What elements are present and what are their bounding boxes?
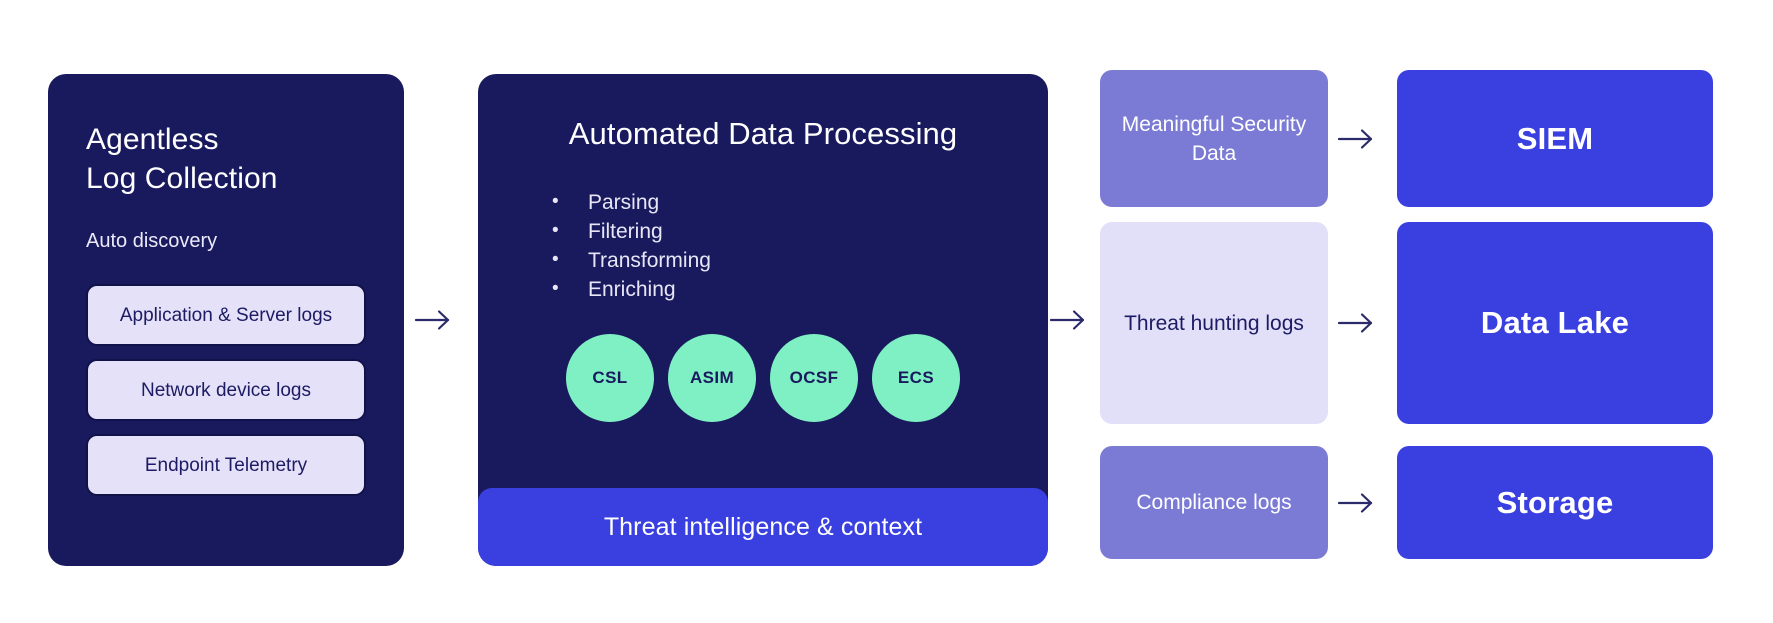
destination-card-storage[interactable]: Storage bbox=[1397, 446, 1713, 559]
arrow-right-icon bbox=[1335, 306, 1379, 340]
destination-card-data-lake[interactable]: Data Lake bbox=[1397, 222, 1713, 424]
processing-step-parsing: Parsing bbox=[546, 187, 1048, 217]
output-card-compliance-logs[interactable]: Compliance logs bbox=[1100, 446, 1328, 559]
processing-step-enriching: Enriching bbox=[546, 274, 1048, 304]
output-card-threat-hunting-logs[interactable]: Threat hunting logs bbox=[1100, 222, 1328, 424]
processing-title: Automated Data Processing bbox=[568, 116, 958, 151]
log-source-network-device[interactable]: Network device logs bbox=[86, 359, 366, 421]
collection-title: Agentless Log Collection bbox=[86, 123, 278, 195]
log-source-list: Application & Server logs Network device… bbox=[86, 284, 366, 496]
destination-card-siem[interactable]: SIEM bbox=[1397, 70, 1713, 207]
log-source-application-server[interactable]: Application & Server logs bbox=[86, 284, 366, 346]
schema-badge-ocsf[interactable]: OCSF bbox=[770, 334, 858, 422]
output-card-meaningful-security-data[interactable]: Meaningful Security Data bbox=[1100, 70, 1328, 207]
automated-data-processing-panel: Automated Data Processing Parsing Filter… bbox=[478, 74, 1048, 566]
processing-step-filtering: Filtering bbox=[546, 216, 1048, 246]
arrow-right-icon bbox=[1335, 122, 1379, 156]
arrow-right-icon bbox=[412, 303, 456, 337]
arrow-right-icon bbox=[1047, 303, 1091, 337]
processing-step-list: Parsing Filtering Transforming Enriching bbox=[546, 187, 1048, 304]
processing-step-transforming: Transforming bbox=[546, 245, 1048, 275]
collection-subtitle: Auto discovery bbox=[86, 230, 218, 252]
threat-intelligence-bar[interactable]: Threat intelligence & context bbox=[478, 488, 1048, 566]
log-source-endpoint-telemetry[interactable]: Endpoint Telemetry bbox=[86, 434, 366, 496]
arrow-right-icon bbox=[1335, 486, 1379, 520]
agentless-log-collection-panel: Agentless Log Collection Auto discovery … bbox=[48, 74, 404, 566]
schema-badge-asim[interactable]: ASIM bbox=[668, 334, 756, 422]
schema-badge-csl[interactable]: CSL bbox=[566, 334, 654, 422]
schema-badge-ecs[interactable]: ECS bbox=[872, 334, 960, 422]
schema-badge-group: CSL ASIM OCSF ECS bbox=[478, 334, 1048, 422]
